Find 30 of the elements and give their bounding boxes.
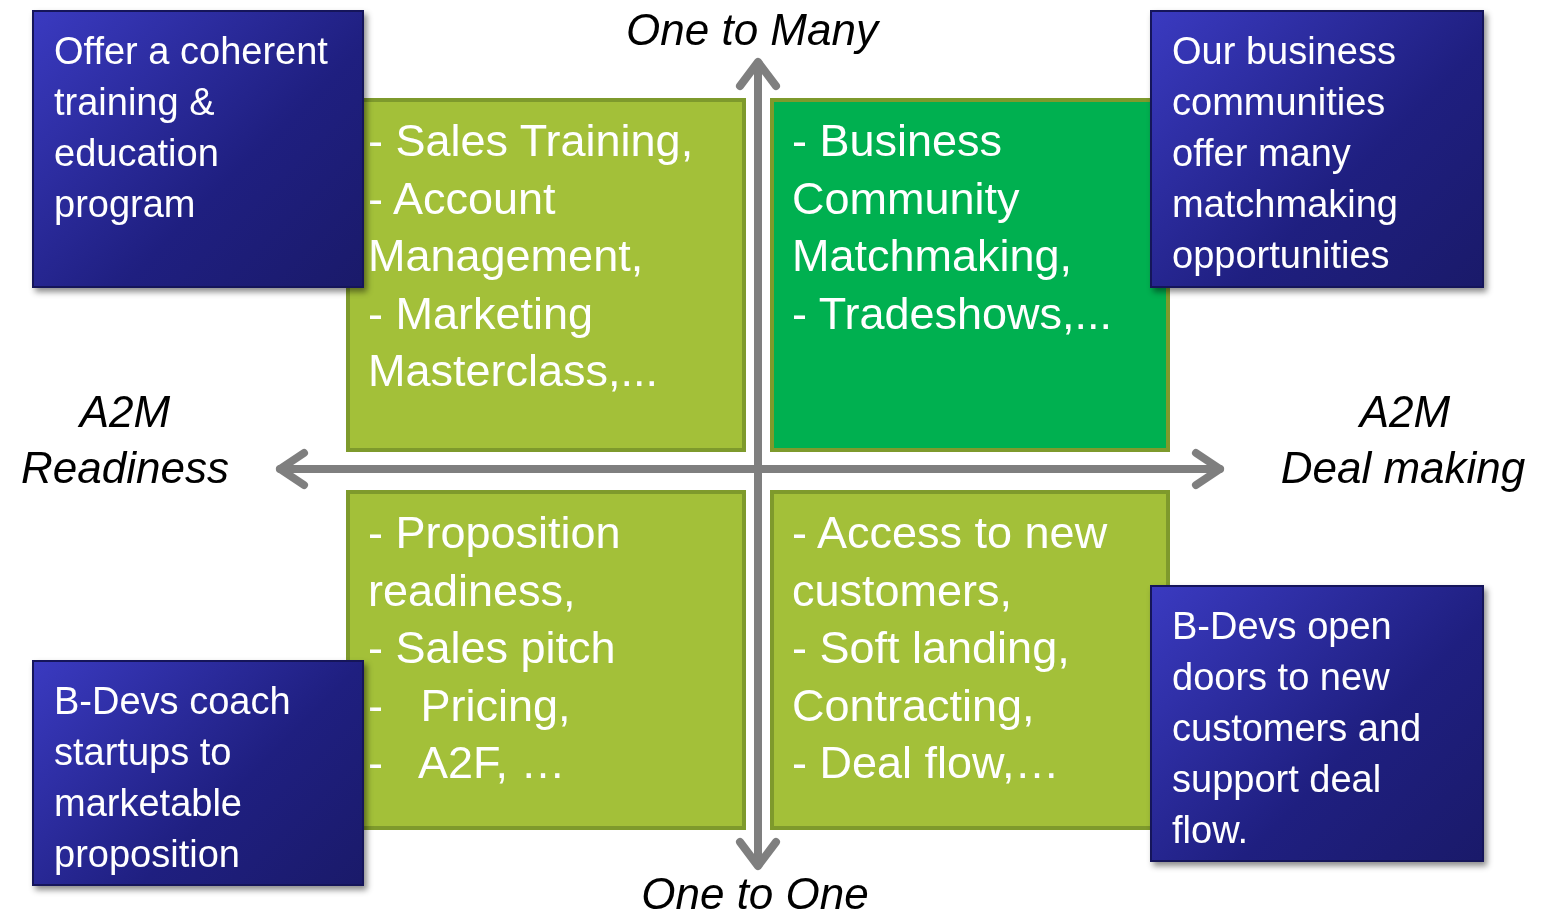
callout-box [1150, 585, 1484, 862]
description-text: Offer a coherent training & education program [54, 29, 329, 227]
description-text: Our business communities offer many matchmaking opportunities [1172, 29, 1399, 278]
axis-label: A2M [1357, 386, 1452, 438]
axis-label: A2M [77, 386, 172, 438]
axis-label: Readiness [20, 442, 230, 494]
list-item: - Sales pitch [368, 621, 617, 675]
list-item: - Tradeshows,... [792, 286, 1114, 341]
list-item: - Marketing Masterclass,... [368, 286, 660, 398]
quadrant-box [346, 490, 746, 830]
list-item: - Access to new customers, [792, 506, 1109, 618]
list-item: - Soft landing, Contracting, [792, 621, 1071, 733]
description-text: B-Devs coach startups to marketable proposition [54, 679, 292, 877]
list-item: - A2F, … [368, 736, 567, 790]
callout-box [32, 10, 364, 288]
axis-label: One to Many [625, 4, 881, 56]
list-item: - Business Community Matchmaking, [792, 114, 1074, 283]
list-item: - Proposition readiness, [368, 506, 622, 618]
quadrant-box [770, 490, 1170, 830]
callout-box [32, 660, 364, 886]
quadrant-box [346, 98, 746, 452]
quadrant-box [770, 98, 1170, 452]
list-item: - Account Management, [368, 171, 645, 283]
description-text: B-Devs open doors to new customers and support deal flow. [1172, 604, 1423, 853]
list-item: - Pricing, [368, 678, 572, 733]
list-item: - Deal flow,… [792, 736, 1061, 790]
axis-label: One to One [640, 868, 870, 916]
axis-label: Deal making [1279, 442, 1527, 494]
callout-box [1150, 10, 1484, 288]
list-item: - Sales Training, [368, 114, 695, 168]
